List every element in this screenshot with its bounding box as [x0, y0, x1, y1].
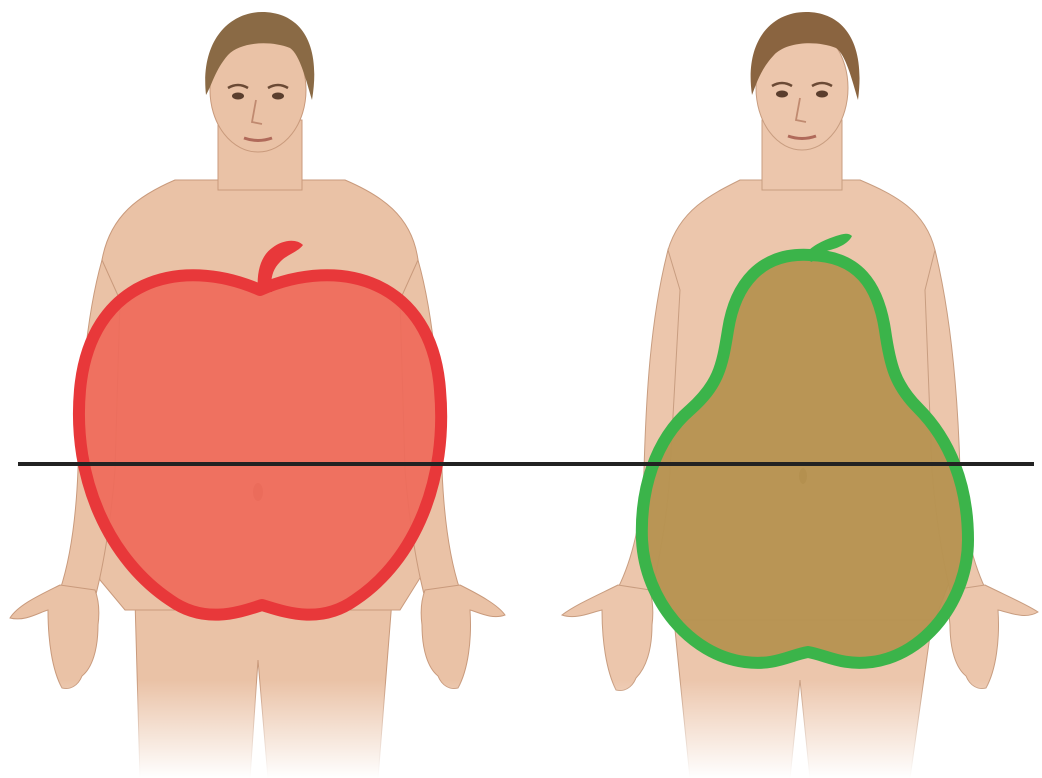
apple-right-hand: [421, 585, 505, 689]
pear-right-hand: [949, 585, 1038, 689]
figure-apple: [10, 12, 505, 778]
pear-left-hand: [562, 585, 653, 691]
figure-pear: [562, 12, 1038, 778]
apple-shape-overlay: [79, 241, 441, 615]
leg-fade-overlay: [0, 680, 1042, 778]
apple-left-hand: [10, 585, 99, 689]
